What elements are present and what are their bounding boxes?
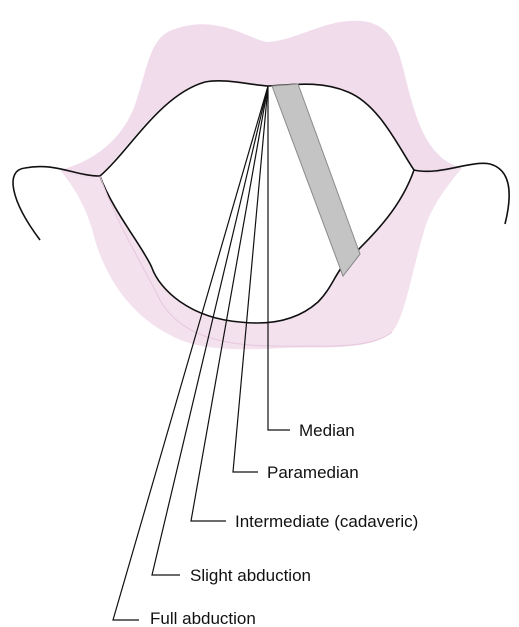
label-intermediate: Intermediate (cadaveric) (235, 512, 418, 531)
label-median: Median (299, 421, 355, 440)
label-paramedian: Paramedian (267, 463, 359, 482)
label-slight-abduction: Slight abduction (190, 566, 311, 585)
label-full-abduction: Full abduction (150, 609, 256, 627)
